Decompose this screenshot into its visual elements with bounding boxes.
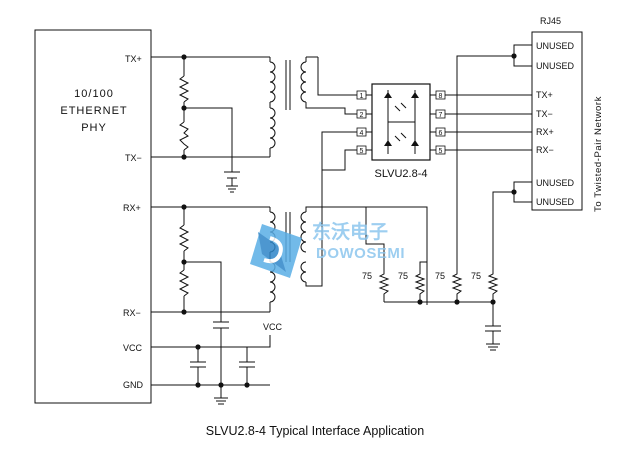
pin-label-vcc: VCC [123,343,143,353]
pin-label-gnd: GND [123,380,144,390]
rj45-pin-label: RX− [536,145,554,155]
slvu-chip [356,83,446,161]
junction-dot [218,382,224,388]
junction-dot [417,299,423,305]
watermark-english: DOWOSEMI [316,245,405,262]
chip-name-label: SLVU2.8-4 [375,168,428,180]
watermark-logo-icon [250,224,302,278]
tx-wiring [151,56,270,193]
vcc-net-label: VCC [263,322,283,332]
tx-secondary-wires [305,57,372,115]
termination-network [365,207,501,351]
rj45-connector [531,31,583,211]
phy-block [34,29,152,404]
rj45-pin-label: UNUSED [536,178,575,188]
chip-to-rj45-wires [446,94,532,151]
junction-dot [181,105,187,111]
resistor-value-label: 75 [471,271,481,281]
junction-dot [181,259,187,265]
chip-pin-number: 1 [360,93,364,100]
figure-caption: SLVU2.8-4 Typical Interface Application [206,424,424,438]
junction-dot [490,299,496,305]
junction-dot [511,189,517,195]
resistor-value-label: 75 [435,271,445,281]
junction-dot [181,154,187,160]
chip-pin-number: 8 [439,93,443,100]
resistor-value-label: 75 [362,271,372,281]
rj45-pin-label: UNUSED [536,61,575,71]
network-side-label: To Twisted-Pair Network [593,96,604,212]
pin-label-tx-plus: TX+ [125,54,142,64]
rx-wiring [151,206,270,386]
phy-title-line3: PHY [81,122,107,134]
junction-dot [511,53,517,59]
chip-pin-number: 6 [439,130,443,137]
rj45-pin-label: TX+ [536,90,553,100]
chip-pin-number: 5 [360,148,364,155]
rj45-pin-label: TX− [536,109,553,119]
pin-label-rx-minus: RX− [123,308,141,318]
junction-dot [195,344,201,350]
power-wiring [151,335,271,405]
phy-title-line2: ETHERNET [60,105,127,117]
rj45-pin-label: UNUSED [536,197,575,207]
phy-title-line1: 10/100 [74,88,114,100]
rj45-pin-label: RX+ [536,127,554,137]
pin-label-rx-plus: RX+ [123,203,141,213]
junction-dot [454,299,460,305]
resistor-value-label: 75 [398,271,408,281]
junction-dot [181,309,187,315]
unused-pair-wiring [456,44,532,270]
chip-pin-numbers: 1 2 4 5 8 7 6 5 [356,90,446,155]
tx-transformer [269,56,318,157]
junction-dot [195,382,201,388]
junction-dot [244,382,250,388]
watermark: 东沃电子 DOWOSEMI [250,220,405,278]
chip-pin-number: 5 [439,148,443,155]
chip-pin-number: 7 [439,112,443,119]
rj45-title: RJ45 [540,16,561,26]
rj45-pin-label: UNUSED [536,41,575,51]
chip-pin-number: 2 [360,112,364,119]
junction-dot [181,204,187,210]
junction-dot [181,54,187,60]
watermark-chinese: 东沃电子 [312,220,388,243]
chip-pin-number: 4 [360,130,364,137]
pin-label-tx-minus: TX− [125,153,142,163]
